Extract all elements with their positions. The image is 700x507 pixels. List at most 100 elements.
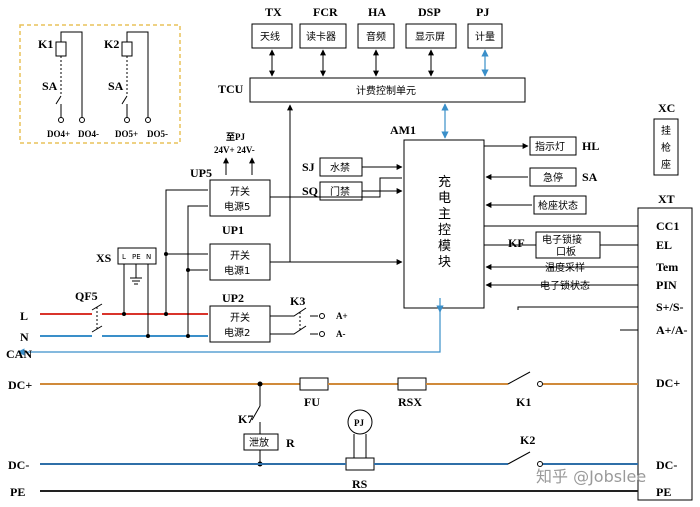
output-hl-name: 指示灯 (535, 140, 565, 153)
xc-box (653, 118, 679, 176)
k1-label: K1 (516, 395, 531, 409)
xt-code: XT (658, 192, 675, 206)
module-pj-box (467, 23, 503, 49)
am1-module: AM1 充 电 主 控 模 块 (390, 123, 485, 309)
k3-contact-minus (270, 325, 318, 335)
junction-dot (186, 334, 190, 338)
qf5-label: QF5 (75, 289, 98, 303)
relay-k1-coil (55, 41, 67, 57)
bleeder-r-label: R (286, 436, 295, 450)
line-can-label: CAN (6, 347, 32, 361)
lock-board-line2: 口板 (556, 245, 576, 258)
relay-k2-label: K2 (104, 37, 119, 51)
junction-dot (122, 312, 126, 316)
meter-pj (347, 409, 373, 435)
input-sj-code: SJ (302, 160, 315, 174)
am1-char: 主 (438, 207, 451, 222)
tcu-box (249, 77, 526, 103)
output-sa-code: SA (582, 170, 598, 184)
xs-pin: N (146, 253, 151, 261)
up1-line1: 开关 (230, 249, 250, 262)
xs-code: XS (96, 251, 112, 265)
shunt-rsx (397, 377, 427, 391)
up5-l-feed (165, 189, 208, 314)
up5-box (209, 179, 271, 217)
xt-pin: Tem (656, 260, 678, 274)
xt-pin: A+/A- (656, 323, 688, 337)
xt-pin: DC- (656, 458, 677, 472)
up5-line2: 电源5 (224, 200, 250, 213)
watermark-text: 知乎 @Jobslee (536, 467, 646, 486)
k3-terminal-minus (319, 331, 325, 337)
input-sq-code: SQ (302, 184, 318, 198)
up5-note-bottom: 24V+ 24V- (214, 145, 255, 155)
xt-pin: PIN (656, 278, 677, 292)
up5-note-top: 至PJ (226, 132, 245, 142)
terminal-do5m (145, 117, 151, 123)
can-bus (17, 310, 441, 356)
module-ha-box (357, 23, 395, 49)
output-sa-box (529, 167, 577, 187)
k3-code: K3 (290, 294, 305, 308)
input-sj-name: 水禁 (330, 162, 350, 174)
tcu-code: TCU (218, 82, 244, 96)
dc-plus-line: DC+ FU RSX K1 (8, 371, 638, 409)
up2-line2: 电源2 (224, 326, 250, 339)
am1-char: 模 (438, 239, 451, 254)
bleeder-branch: K7 泄放 R (238, 384, 295, 467)
xt-pin: PE (656, 485, 671, 499)
output-gun-state-name: 枪座状态 (538, 199, 578, 212)
module-dsp-code: DSP (418, 5, 441, 19)
dc-minus-line: DC- K2 (8, 433, 638, 472)
module-tx-box (251, 23, 293, 49)
module-tx-code: TX (265, 5, 282, 19)
module-dsp-box (405, 23, 457, 49)
up1-line2: 电源1 (224, 264, 250, 277)
line-n-label: N (20, 330, 29, 344)
am1-right-signals: KF 电子锁接 口板 温度采样 电子锁状态 (17, 225, 638, 356)
xt-pin: DC+ (656, 376, 680, 390)
line-dcp-label: DC+ (8, 378, 32, 392)
k3-a-minus: A- (336, 329, 346, 339)
up2-box (209, 305, 271, 343)
am1-char: 充 (438, 174, 451, 190)
xt-pin: EL (656, 238, 672, 252)
k2-terminal (537, 461, 543, 467)
xc-code: XC (658, 101, 675, 115)
signal-temp-label: 温度采样 (545, 261, 585, 274)
module-fcr-box (299, 23, 347, 49)
s-wire (517, 306, 638, 310)
xt-box (637, 207, 693, 501)
signal-lock-state-label: 电子锁状态 (540, 279, 590, 292)
module-fcr-name: 读卡器 (306, 30, 336, 43)
lock-board-code: KF (508, 236, 525, 250)
up5-code: UP5 (190, 166, 212, 180)
am1-inputs: SJ SQ 水禁 门禁 (302, 157, 403, 201)
pe-line: PE (10, 485, 638, 499)
am1-char: 块 (438, 255, 451, 270)
relay-k2-wire (126, 31, 149, 118)
xc-char: 挂 (661, 124, 671, 137)
k7-contact (251, 405, 261, 434)
terminal-label: DO5+ (115, 129, 138, 139)
relay-output-box: K1 K2 SA SA DO4+ DO4- DO5+ DO5- (19, 24, 181, 144)
k7-label: K7 (238, 412, 253, 426)
am1-box (403, 139, 485, 309)
up5-am1-wire (270, 177, 402, 198)
meter-pj-label: PJ (354, 418, 364, 428)
line-dcm-label: DC- (8, 458, 29, 472)
line-l-label: L (20, 309, 28, 323)
output-gun-state-box (533, 195, 587, 215)
output-sa-name: 急停 (543, 171, 563, 184)
module-ha-name: 音频 (366, 30, 386, 43)
xc-char: 座 (661, 158, 671, 171)
shunt-rs-label: RS (352, 477, 368, 491)
relay-box-border (19, 24, 181, 144)
junction-dot (146, 334, 150, 338)
bleeder-name: 泄放 (249, 436, 269, 449)
k2-contact (507, 451, 531, 465)
up5-n-feed (187, 205, 208, 336)
k3-a-plus: A+ (336, 311, 348, 321)
shunt-rs (345, 457, 375, 471)
module-ha-code: HA (368, 5, 386, 19)
